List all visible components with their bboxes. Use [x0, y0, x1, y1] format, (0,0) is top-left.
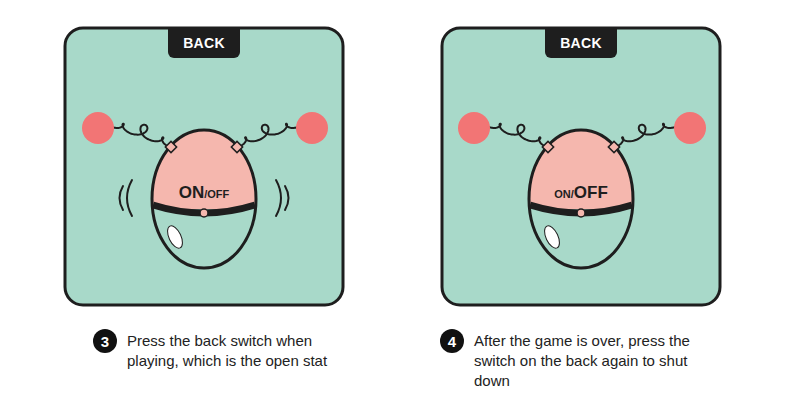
switch-text: /OFF [204, 188, 229, 200]
coil-wire [489, 124, 547, 147]
ball [674, 112, 706, 144]
ball [296, 112, 328, 144]
switch-text: ON [179, 183, 205, 203]
panel [442, 28, 720, 305]
back-tab: BACK [168, 28, 240, 58]
switch-text: ON/ [554, 188, 574, 200]
back-tab: BACK [545, 28, 617, 58]
switch-label: ON/OFF [526, 183, 636, 203]
ball [458, 112, 490, 144]
step-caption: Press the back switch when playing, whic… [127, 331, 367, 371]
panel [65, 28, 343, 305]
callout-number: 3 [93, 329, 117, 353]
switch-label: ON/OFF [149, 183, 259, 203]
device: ON/OFF [526, 125, 636, 270]
tab-label: BACK [183, 35, 225, 51]
callout-number: 4 [440, 329, 464, 353]
coil-wire [615, 124, 675, 147]
device: ON/OFF [149, 125, 259, 270]
ball [82, 112, 114, 144]
switch-text: OFF [574, 183, 608, 203]
callout-number-text: 3 [101, 333, 109, 350]
step-caption: After the game is over, press the switch… [474, 331, 706, 391]
callout-number-text: 4 [448, 333, 456, 350]
vibration-marks [120, 180, 289, 216]
coil-wire [112, 124, 170, 147]
tab-label: BACK [560, 35, 602, 51]
coil-wire [238, 124, 298, 147]
